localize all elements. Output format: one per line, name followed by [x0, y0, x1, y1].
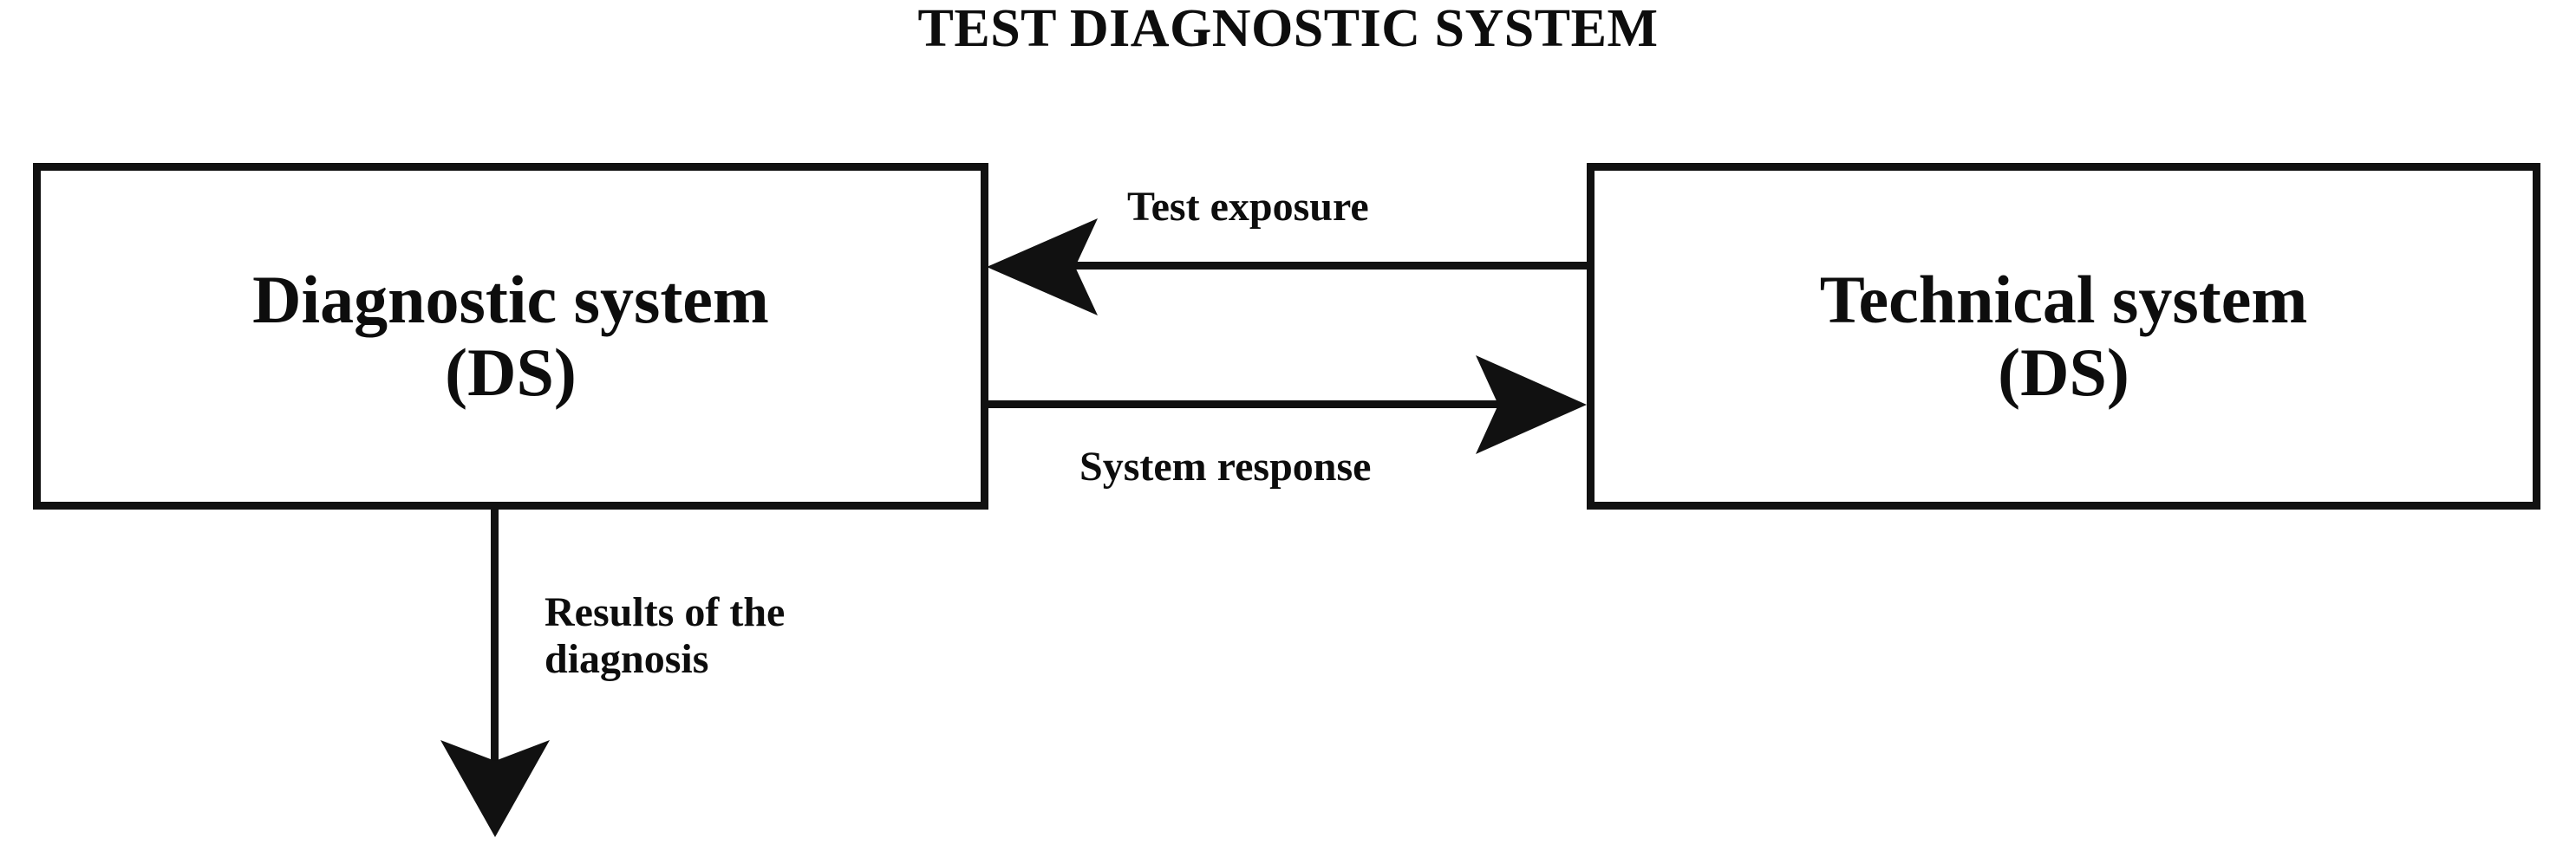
- node-technical-system-label-line2: (DS): [1998, 335, 2129, 410]
- arrow-right-icon: [1474, 354, 1588, 456]
- edge-results-label-line2: diagnosis: [545, 635, 709, 682]
- node-diagnostic-system: Diagnostic system (DS): [33, 163, 988, 510]
- node-diagnostic-system-label-line1: Diagnostic system: [252, 262, 769, 338]
- edge-system-response-label: System response: [1079, 444, 1372, 490]
- edge-results-label: Results of the diagnosis: [545, 589, 952, 683]
- node-technical-system-label-line1: Technical system: [1819, 262, 2308, 338]
- edge-test-exposure-line: [1036, 262, 1591, 270]
- arrow-left-icon: [985, 217, 1098, 317]
- edge-results-label-line1: Results of the: [545, 589, 786, 635]
- edge-system-response-line: [988, 400, 1543, 408]
- edge-test-exposure-label: Test exposure: [1127, 184, 1369, 230]
- node-diagnostic-system-label-line2: (DS): [445, 335, 577, 410]
- arrow-down-icon: [439, 738, 551, 839]
- edge-results-line: [491, 503, 499, 780]
- node-technical-system: Technical system (DS): [1587, 163, 2540, 510]
- diagram-title: TEST DIAGNOSTIC SYSTEM: [917, 0, 1659, 58]
